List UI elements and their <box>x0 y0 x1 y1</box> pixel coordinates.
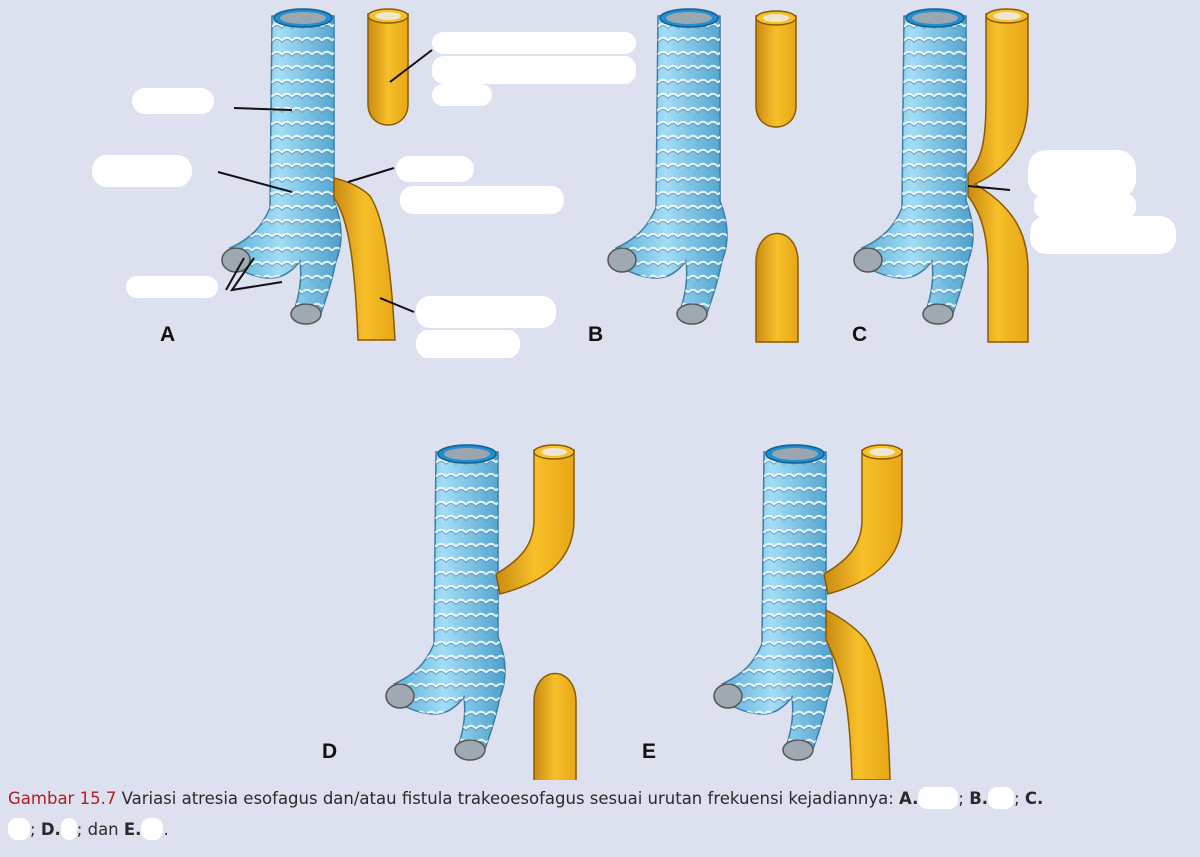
caption-text: Variasi atresia esofagus dan/atau fistul… <box>121 789 894 808</box>
blank-answer <box>918 787 959 809</box>
panel-letter-c: C <box>852 323 867 346</box>
caption-key-e: E. <box>123 820 142 839</box>
esophagus-upper-pouch-icon <box>755 10 797 128</box>
panel-b: B <box>588 8 799 346</box>
caption-key-d: D. <box>40 820 61 839</box>
esophagus-upper-fistula-icon <box>495 449 575 595</box>
esophagus-lower-pouch-icon <box>533 672 577 780</box>
trachea-icon <box>713 444 834 761</box>
blank-answer <box>60 818 77 840</box>
blank-answer <box>988 787 1015 809</box>
panel-c: C <box>852 8 1176 346</box>
esophagus-lower-pouch-icon <box>755 232 799 343</box>
panel-letter-d: D <box>322 740 337 763</box>
caption-key-b: B. <box>969 789 989 808</box>
esophagus-lower-fistula-icon <box>333 177 396 341</box>
trachea-icon <box>385 444 506 761</box>
panel-e: E <box>642 444 903 780</box>
trachea-icon <box>853 8 974 325</box>
panel-letter-a: A <box>160 323 175 346</box>
panel-a: A <box>92 8 636 358</box>
blank-answer <box>8 818 30 840</box>
panel-letter-e: E <box>642 740 656 763</box>
trachea-icon <box>221 8 342 325</box>
caption-key-c: C. <box>1024 789 1044 808</box>
caption-key-a: A. <box>899 789 919 808</box>
blank-answer <box>141 818 164 840</box>
esophagus-lower-fistula-icon <box>825 608 891 780</box>
panel-letter-b: B <box>588 323 603 346</box>
esophagus-upper-fistula-icon <box>823 449 903 595</box>
esophageal-atresia-diagram: A B C D E <box>92 8 1176 780</box>
caption-connector: dan <box>87 820 119 839</box>
panel-d: D <box>322 444 577 780</box>
esophagus-upper-pouch-icon <box>367 8 409 126</box>
esophagus-h-fistula-icon <box>967 13 1029 343</box>
figure-label: Gambar 15.7 <box>8 789 117 808</box>
figure-caption: Gambar 15.7 Variasi atresia esofagus dan… <box>8 787 1044 840</box>
